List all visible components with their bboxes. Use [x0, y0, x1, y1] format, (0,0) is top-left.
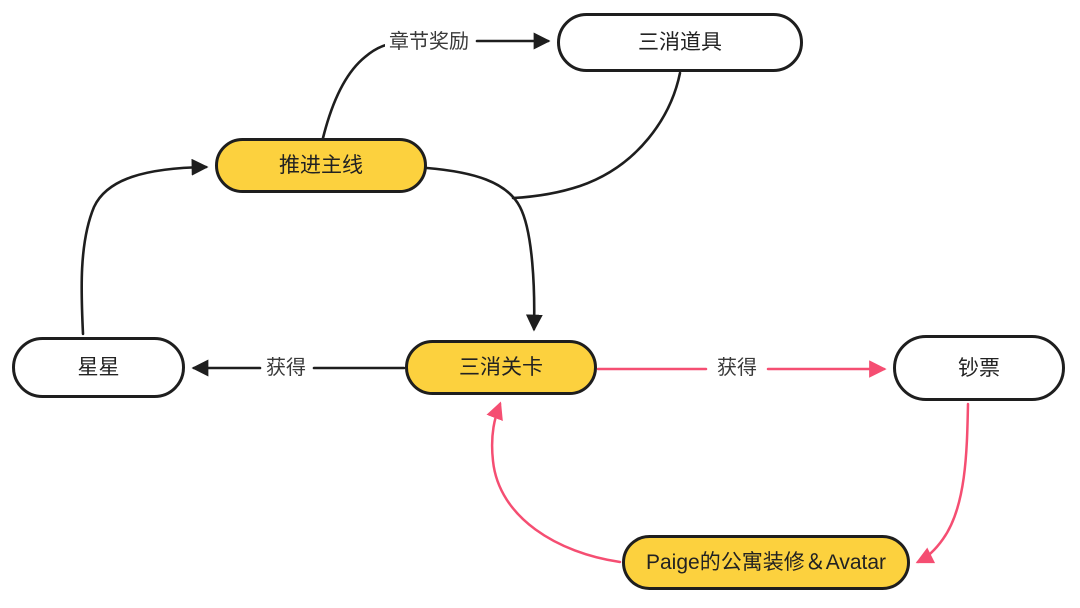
node-advance-mainline[interactable]: 推进主线: [215, 138, 427, 193]
node-banknotes[interactable]: 钞票: [893, 335, 1065, 401]
node-paige-apartment-avatar[interactable]: Paige的公寓装修＆Avatar: [622, 535, 910, 590]
edge-label-obtain-cash: 获得: [713, 357, 761, 379]
node-match3-levels[interactable]: 三消关卡: [405, 340, 597, 395]
edge-stars-to-mainline: [80, 158, 209, 336]
edge-mainline-to-props-curve: [321, 43, 388, 140]
edge-label-chapter-reward: 章节奖励: [385, 31, 473, 53]
node-match3-props[interactable]: 三消道具: [557, 13, 803, 72]
node-stars[interactable]: 星星: [12, 337, 185, 398]
edge-paige-to-levels: [486, 401, 622, 564]
edge-cash-to-paige: [915, 402, 970, 564]
edge-mainline-to-levels: [425, 166, 543, 332]
edge-label-obtain-stars: 获得: [262, 357, 310, 379]
edge-props-to-levels: [511, 71, 682, 200]
